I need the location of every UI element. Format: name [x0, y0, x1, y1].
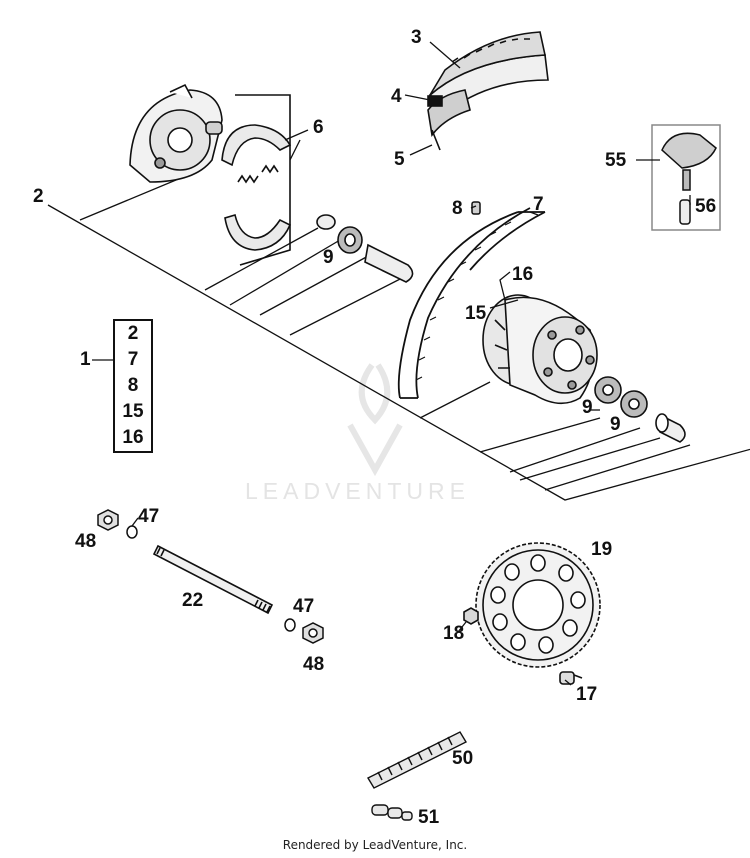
callout-47-bottom: 47	[293, 596, 315, 617]
tire-icon	[427, 31, 549, 151]
master-link-icon	[371, 804, 413, 821]
callout-55: 55	[605, 150, 627, 171]
sprocket-icon	[463, 542, 601, 685]
nut-washer-icon	[97, 509, 324, 644]
callout-19: 19	[591, 539, 613, 560]
callout-9-mid: 9	[582, 397, 593, 418]
axle-icon	[152, 544, 274, 615]
brake-shoes-icon	[221, 94, 292, 266]
valve-icon	[471, 201, 481, 215]
callout-1: 1	[80, 349, 91, 370]
callout-15: 15	[465, 303, 487, 324]
footer-credit: Rendered by LeadVenture, Inc.	[282, 838, 468, 852]
callout-8: 8	[452, 198, 463, 219]
callout-6: 6	[313, 117, 324, 138]
valve-cap-icon	[651, 124, 721, 231]
callout-48-top: 48	[75, 531, 97, 552]
callout-17: 17	[576, 684, 598, 705]
callout-22: 22	[182, 590, 204, 611]
watermark-text: LEADVENTURE	[245, 478, 470, 504]
callout-51: 51	[418, 807, 440, 828]
bearing-icon	[316, 214, 686, 443]
kit-item: 7	[127, 349, 139, 370]
callout-47-top: 47	[138, 506, 160, 527]
callout-56: 56	[695, 196, 717, 217]
callout-4: 4	[391, 86, 402, 107]
callout-5: 5	[394, 149, 405, 170]
kit-item: 15	[122, 401, 144, 422]
callout-48-bottom: 48	[303, 654, 325, 675]
callout-9-top: 9	[323, 247, 334, 268]
kit-item: 8	[127, 375, 139, 396]
kit-item: 2	[127, 323, 139, 344]
callout-16: 16	[512, 264, 534, 285]
callout-9-low: 9	[610, 414, 621, 435]
leadventure-logo-icon	[347, 363, 403, 477]
callout-18: 18	[443, 623, 465, 644]
kit-item: 16	[122, 427, 144, 448]
chain-icon	[367, 731, 467, 789]
brake-plate-icon	[129, 83, 223, 183]
kit-contents-box: 2 7 8 15 16	[113, 319, 153, 453]
rim-icon	[397, 207, 546, 399]
callout-2: 2	[33, 186, 44, 207]
callout-leaders	[92, 41, 691, 686]
hub-icon	[482, 294, 598, 405]
callout-7: 7	[533, 194, 544, 215]
assembly-guide-lines	[47, 139, 750, 501]
callout-3: 3	[411, 27, 422, 48]
callout-50: 50	[452, 748, 474, 769]
